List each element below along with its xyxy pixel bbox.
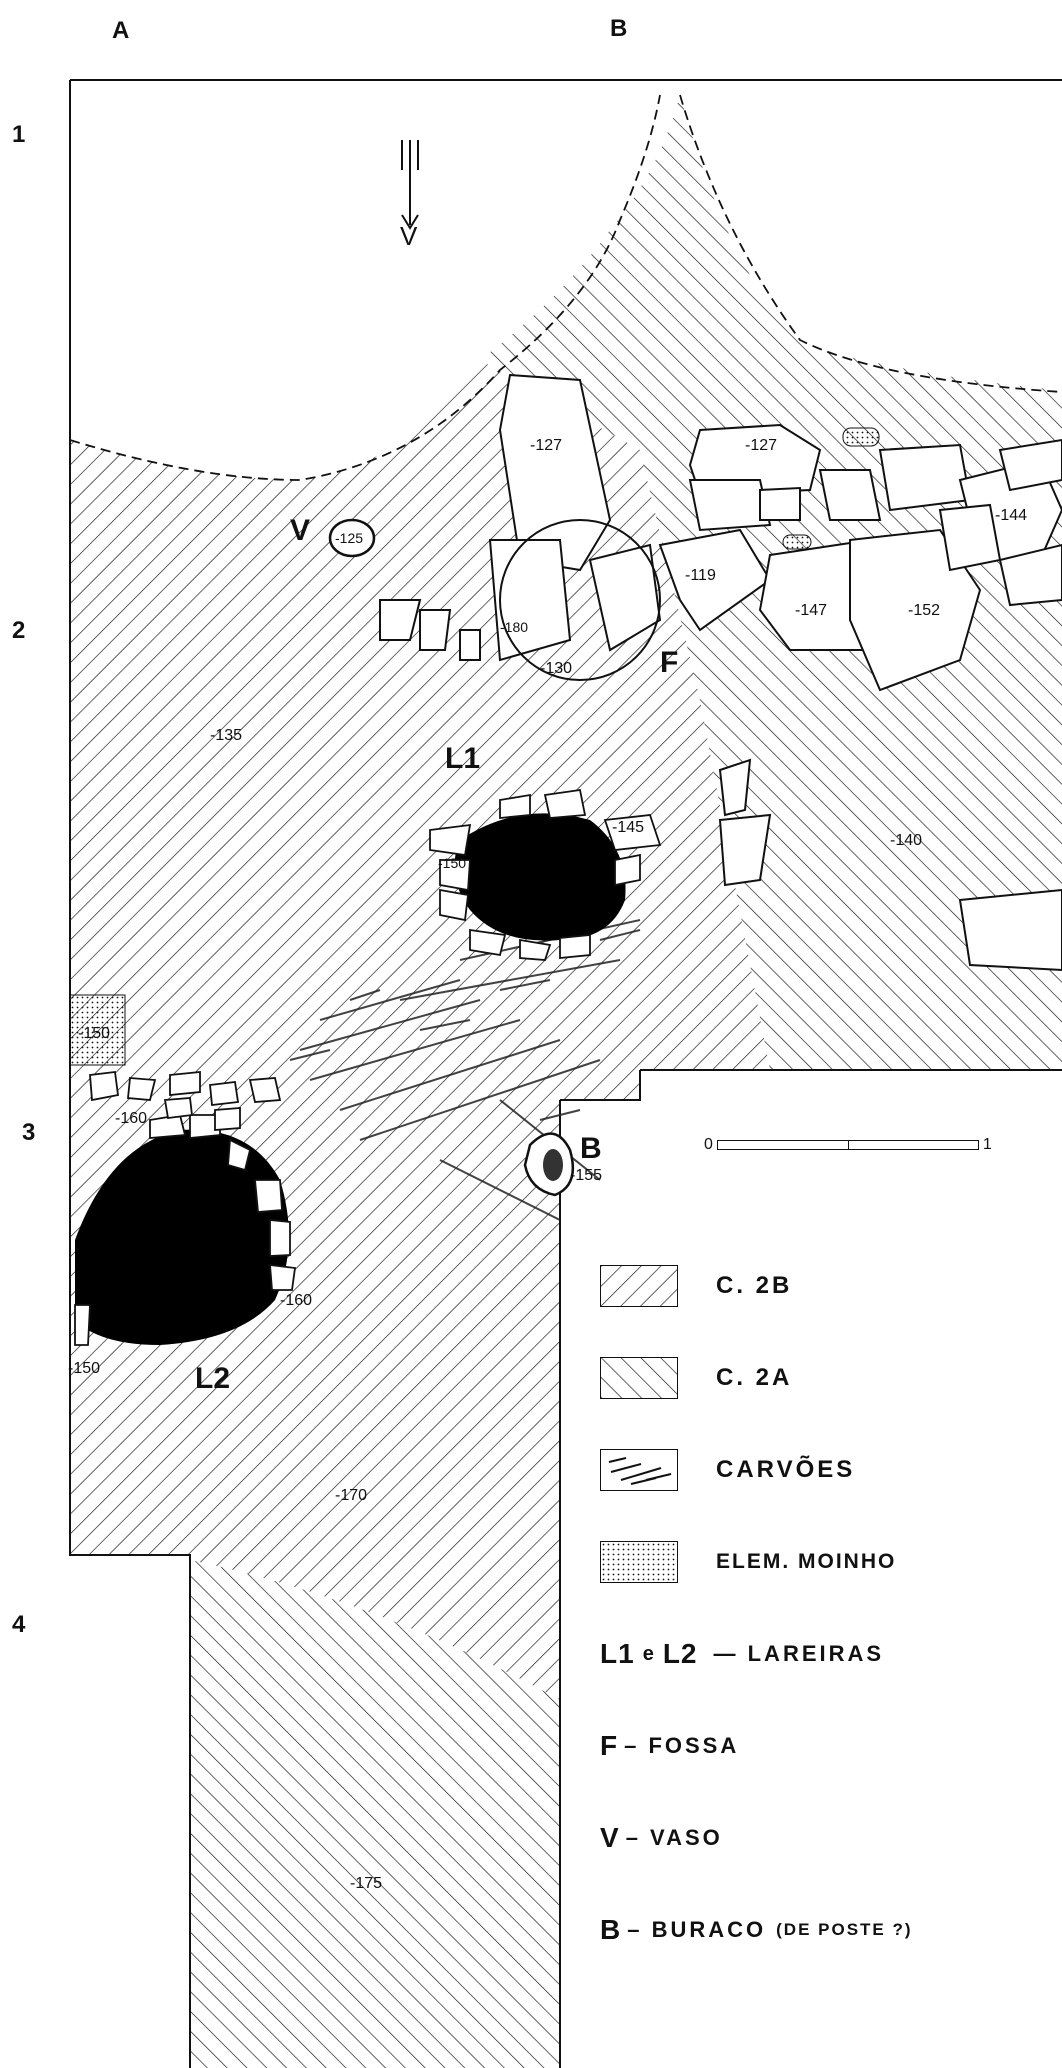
elevation-label: -145 [612, 819, 644, 836]
elevation-label: -150 [68, 1360, 100, 1377]
hearth-l2 [75, 1129, 289, 1345]
elevation-label: -170 [335, 1487, 367, 1504]
layer-c2a-lower [190, 1560, 560, 2068]
c2b-swatch [600, 1265, 678, 1307]
legend-label-c2a: C. 2A [716, 1364, 793, 1391]
legend-item-c2a: C. 2A [600, 1332, 1040, 1424]
legend-item-fossa: F – FOSSA [600, 1700, 1040, 1792]
hearth-l2-label: L2 [195, 1362, 230, 1395]
grid-column-a: A [112, 17, 129, 44]
layer-c2b-lower [190, 1555, 560, 1700]
posthole-marker-label: B [580, 1132, 602, 1165]
c2a-swatch [600, 1357, 678, 1399]
carvoes-swatch [600, 1449, 678, 1491]
hearth-l1 [454, 813, 626, 941]
elevation-label: -160 [280, 1292, 312, 1309]
hearth-l2-stones [74, 1113, 297, 1346]
elevation-label: -127 [530, 437, 562, 454]
grid-row-2: 2 [12, 617, 25, 644]
legend-item-buraco: B – BURACO (DE POSTE ?) [600, 1884, 1040, 1976]
legend-code-l1: L1 [600, 1638, 635, 1669]
legend-label-carvoes: CARVÕES [716, 1456, 856, 1483]
legend-item-lareiras: L1 e L2 — LAREIRAS [600, 1608, 1040, 1700]
elevation-label: -150 [438, 855, 466, 871]
scale-start: 0 [704, 1136, 713, 1153]
legend-label-lareiras: — LAREIRAS [713, 1641, 885, 1666]
hearth-l1-stones [429, 788, 662, 961]
legend-label-moinho: ELEM. MOINHO [716, 1550, 897, 1573]
legend-label-c2b: C. 2B [716, 1272, 793, 1299]
scale-end: 1 [982, 1136, 992, 1153]
elevation-label: -175 [350, 1875, 382, 1892]
hearth-l1-label: L1 [445, 742, 480, 775]
legend-item-c2b: C. 2B [600, 1240, 1040, 1332]
elevation-label: -127 [745, 437, 777, 454]
north-arrow-icon [401, 140, 419, 230]
scattered-stones [89, 1071, 282, 1131]
scale-bar-graphic [716, 1140, 979, 1150]
elevation-label: -160 [115, 1110, 147, 1127]
elevation-label: -125 [335, 530, 363, 546]
moinho-swatch [600, 1541, 678, 1583]
elevation-label: -180 [500, 619, 528, 635]
north-arrow-label: V [400, 221, 418, 251]
legend-label-fossa: – FOSSA [624, 1733, 740, 1758]
fossa-outline [499, 519, 661, 681]
elevation-label: -135 [210, 727, 242, 744]
elevation-label: -152 [908, 602, 940, 619]
legend-code-b: B [600, 1914, 622, 1945]
legend-code-l2: L2 [662, 1638, 698, 1669]
vase-symbol [328, 518, 376, 558]
legend-item-moinho: ELEM. MOINHO [600, 1516, 1040, 1608]
elevation-label: -147 [795, 602, 827, 619]
grid-row-1: 1 [12, 121, 25, 148]
scale-bar: 0 1 [704, 1136, 992, 1154]
vase-marker-label: V [290, 514, 310, 547]
legend-conj: e [642, 1642, 655, 1665]
grid-row-4: 4 [12, 1611, 26, 1638]
legend: C. 2B C. 2A CARVÕES ELEM. MOINHO L1 e L2… [600, 1240, 1040, 1976]
elevation-label: -130 [540, 660, 572, 677]
grid-column-b: B [610, 15, 627, 42]
stone-cluster [379, 373, 1062, 972]
legend-note-buraco: (DE POSTE ?) [776, 1920, 913, 1939]
legend-item-vaso: V – VASO [600, 1792, 1040, 1884]
layer-boundary-dashed [69, 94, 1062, 481]
elevation-label: -140 [890, 832, 922, 849]
legend-code-v: V [600, 1822, 620, 1853]
legend-code-f: F [600, 1730, 619, 1761]
legend-item-carvoes: CARVÕES [600, 1424, 1040, 1516]
elevation-label: -144 [995, 507, 1027, 524]
grindstone-elem-1 [842, 427, 880, 447]
grindstone-elem-3 [69, 994, 126, 1066]
legend-label-vaso: – VASO [625, 1825, 723, 1850]
post-hole-core [543, 1149, 563, 1181]
elevation-label: -119 [685, 567, 716, 584]
elevation-label: -150 [78, 1025, 110, 1042]
grindstone-elem-2 [782, 534, 812, 550]
grid-row-3: 3 [22, 1119, 35, 1146]
elevation-label: -155 [570, 1167, 602, 1184]
fossa-marker-label: F [660, 646, 678, 679]
legend-label-buraco: – BURACO [627, 1917, 767, 1942]
